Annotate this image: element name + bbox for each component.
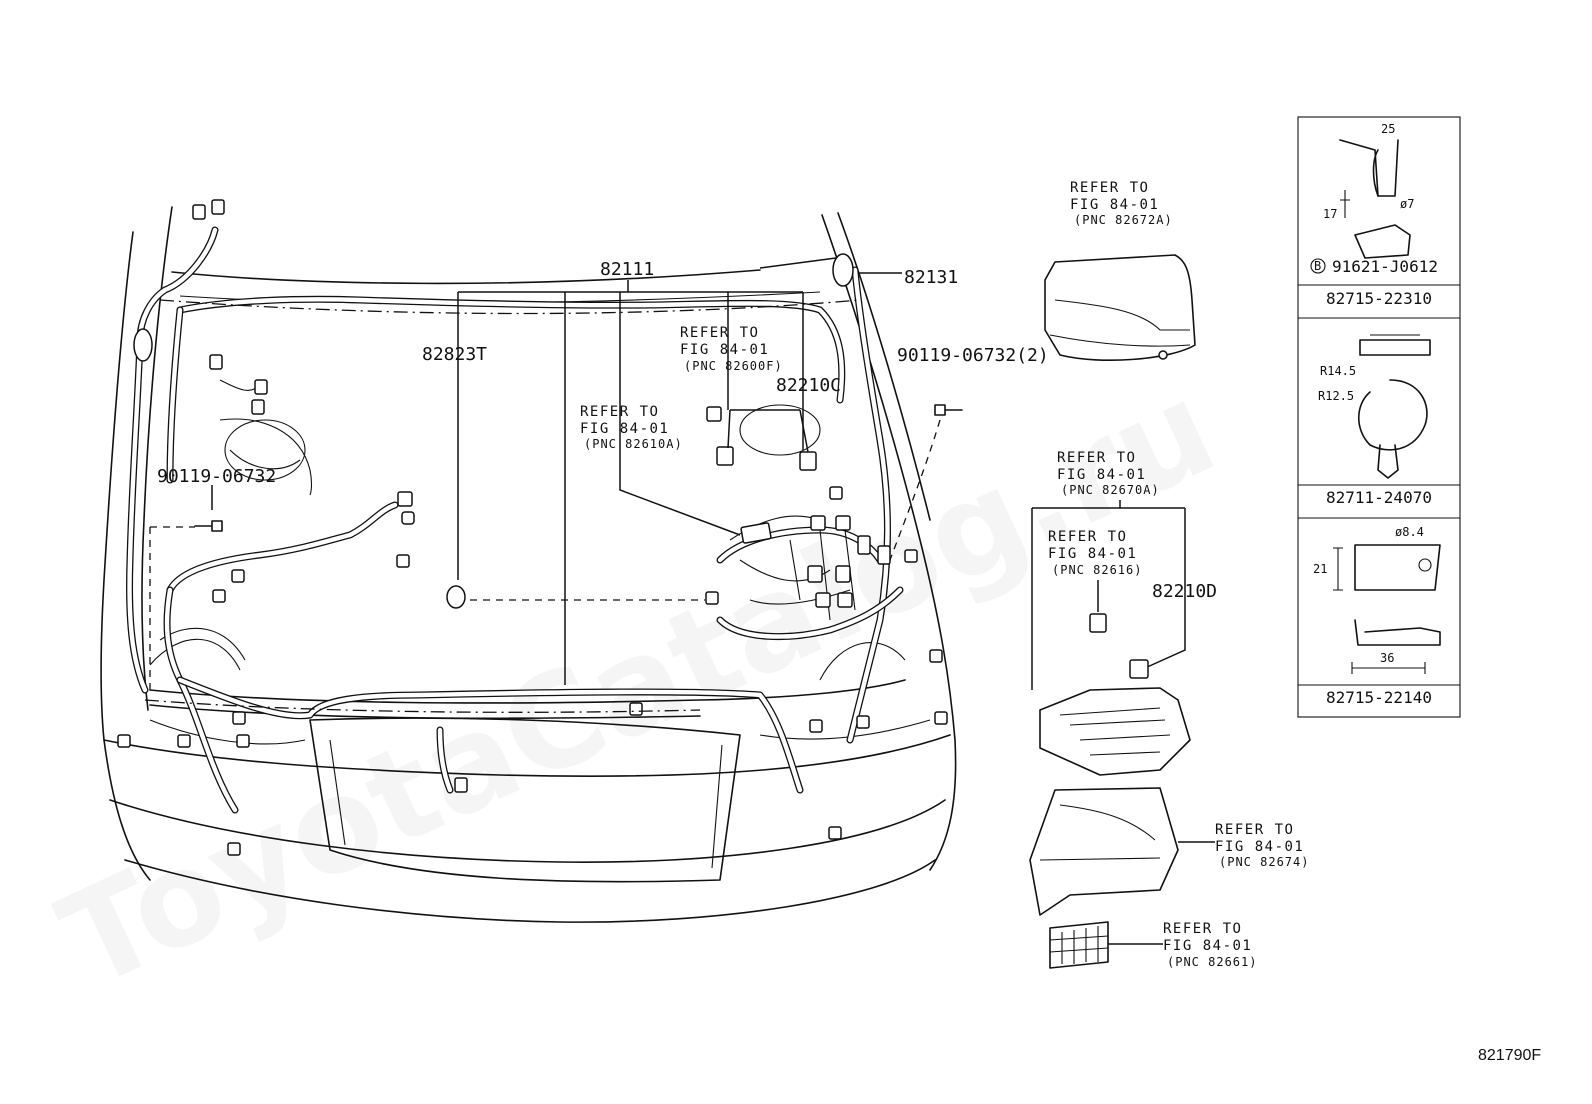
callouts: 82111 82131 82823T 90119-06732(2) 90119-… — [157, 257, 1049, 685]
bolt-marker: B — [1314, 259, 1321, 273]
svg-text:R12.5: R12.5 — [1318, 389, 1354, 403]
relay-box-cover: REFER TO FIG 84-01 (PNC 82672A) — [1044, 180, 1196, 361]
label-82210C: 82210C — [776, 375, 841, 396]
svg-text:R14.5: R14.5 — [1320, 364, 1356, 378]
svg-text:REFER TO: REFER TO — [1057, 450, 1136, 466]
label-bolt-right: 90119-06732(2) — [897, 345, 1049, 366]
ref-82672A: REFER TO FIG 84-01 (PNC 82672A) — [1070, 180, 1173, 227]
junction-box: REFER TO FIG 84-01 (PNC 82674) — [1029, 787, 1309, 916]
label-82131: 82131 — [904, 267, 958, 288]
clip-82715-22140-drawing: ø8.4 21 36 — [1313, 525, 1441, 674]
svg-text:REFER TO: REFER TO — [580, 404, 659, 420]
fuse-block: REFER TO FIG 84-01 (PNC 82661) — [1049, 921, 1257, 969]
ref-82661: REFER TO FIG 84-01 (PNC 82661) — [1163, 921, 1257, 969]
clip-table: 25 17 ø7 B 91621-J0612 82715-22310 R14.5… — [1297, 116, 1461, 718]
clip-part-82715-22310: 82715-22310 — [1326, 289, 1432, 308]
svg-text:REFER TO: REFER TO — [680, 325, 759, 341]
svg-text:REFER TO: REFER TO — [1215, 822, 1294, 838]
svg-text:ø8.4: ø8.4 — [1395, 525, 1424, 539]
svg-text:FIG 84-01: FIG 84-01 — [1215, 839, 1304, 855]
ref-82674: REFER TO FIG 84-01 (PNC 82674) — [1215, 822, 1309, 869]
svg-text:(PNC 82670A): (PNC 82670A) — [1061, 483, 1160, 497]
svg-text:(PNC 82600F): (PNC 82600F) — [684, 359, 783, 373]
svg-text:FIG 84-01: FIG 84-01 — [580, 421, 669, 437]
ref-82670A: REFER TO FIG 84-01 (PNC 82670A) — [1057, 450, 1160, 497]
clip-82711-24070-drawing: R14.5 R12.5 — [1318, 334, 1431, 479]
svg-text:17: 17 — [1323, 207, 1337, 221]
label-bolt-left: 90119-06732 — [157, 466, 276, 487]
svg-text:FIG 84-01: FIG 84-01 — [680, 342, 769, 358]
svg-text:ø7: ø7 — [1400, 197, 1414, 211]
figure-id: 821790F — [1478, 1047, 1541, 1064]
clip-82715-22310-drawing: 25 17 ø7 — [1323, 122, 1414, 259]
svg-text:25: 25 — [1381, 122, 1395, 136]
label-82111: 82111 — [600, 259, 654, 280]
svg-text:REFER TO: REFER TO — [1070, 180, 1149, 196]
svg-text:FIG 84-01: FIG 84-01 — [1070, 197, 1159, 213]
svg-text:(PNC 82674): (PNC 82674) — [1219, 855, 1309, 869]
label-82210D: 82210D — [1152, 581, 1217, 602]
svg-text:(PNC 82672A): (PNC 82672A) — [1074, 213, 1173, 227]
svg-text:(PNC 82616): (PNC 82616) — [1052, 563, 1142, 577]
svg-text:(PNC 82661): (PNC 82661) — [1167, 955, 1257, 969]
svg-text:FIG 84-01: FIG 84-01 — [1057, 467, 1146, 483]
svg-text:36: 36 — [1380, 651, 1394, 665]
svg-text:REFER TO: REFER TO — [1163, 921, 1242, 937]
reference-outlines — [144, 299, 941, 713]
connectors — [117, 199, 963, 856]
svg-text:FIG 84-01: FIG 84-01 — [1163, 938, 1252, 954]
clip-part-82715-22140: 82715-22140 — [1326, 688, 1432, 707]
clip-bolt-part: 91621-J0612 — [1332, 257, 1438, 276]
svg-text:21: 21 — [1313, 562, 1327, 576]
svg-text:REFER TO: REFER TO — [1048, 529, 1127, 545]
svg-text:(PNC 82610A): (PNC 82610A) — [584, 437, 683, 451]
svg-text:FIG 84-01: FIG 84-01 — [1048, 546, 1137, 562]
clip-part-82711-24070: 82711-24070 — [1326, 488, 1432, 507]
label-82823T: 82823T — [422, 344, 487, 365]
relay-block: REFER TO FIG 84-01 (PNC 82670A) REFER TO… — [1031, 450, 1217, 776]
ref-82616: REFER TO FIG 84-01 (PNC 82616) — [1048, 529, 1142, 577]
ref-82600F: REFER TO FIG 84-01 (PNC 82600F) — [680, 325, 783, 373]
ref-82610A: REFER TO FIG 84-01 (PNC 82610A) — [580, 404, 683, 451]
